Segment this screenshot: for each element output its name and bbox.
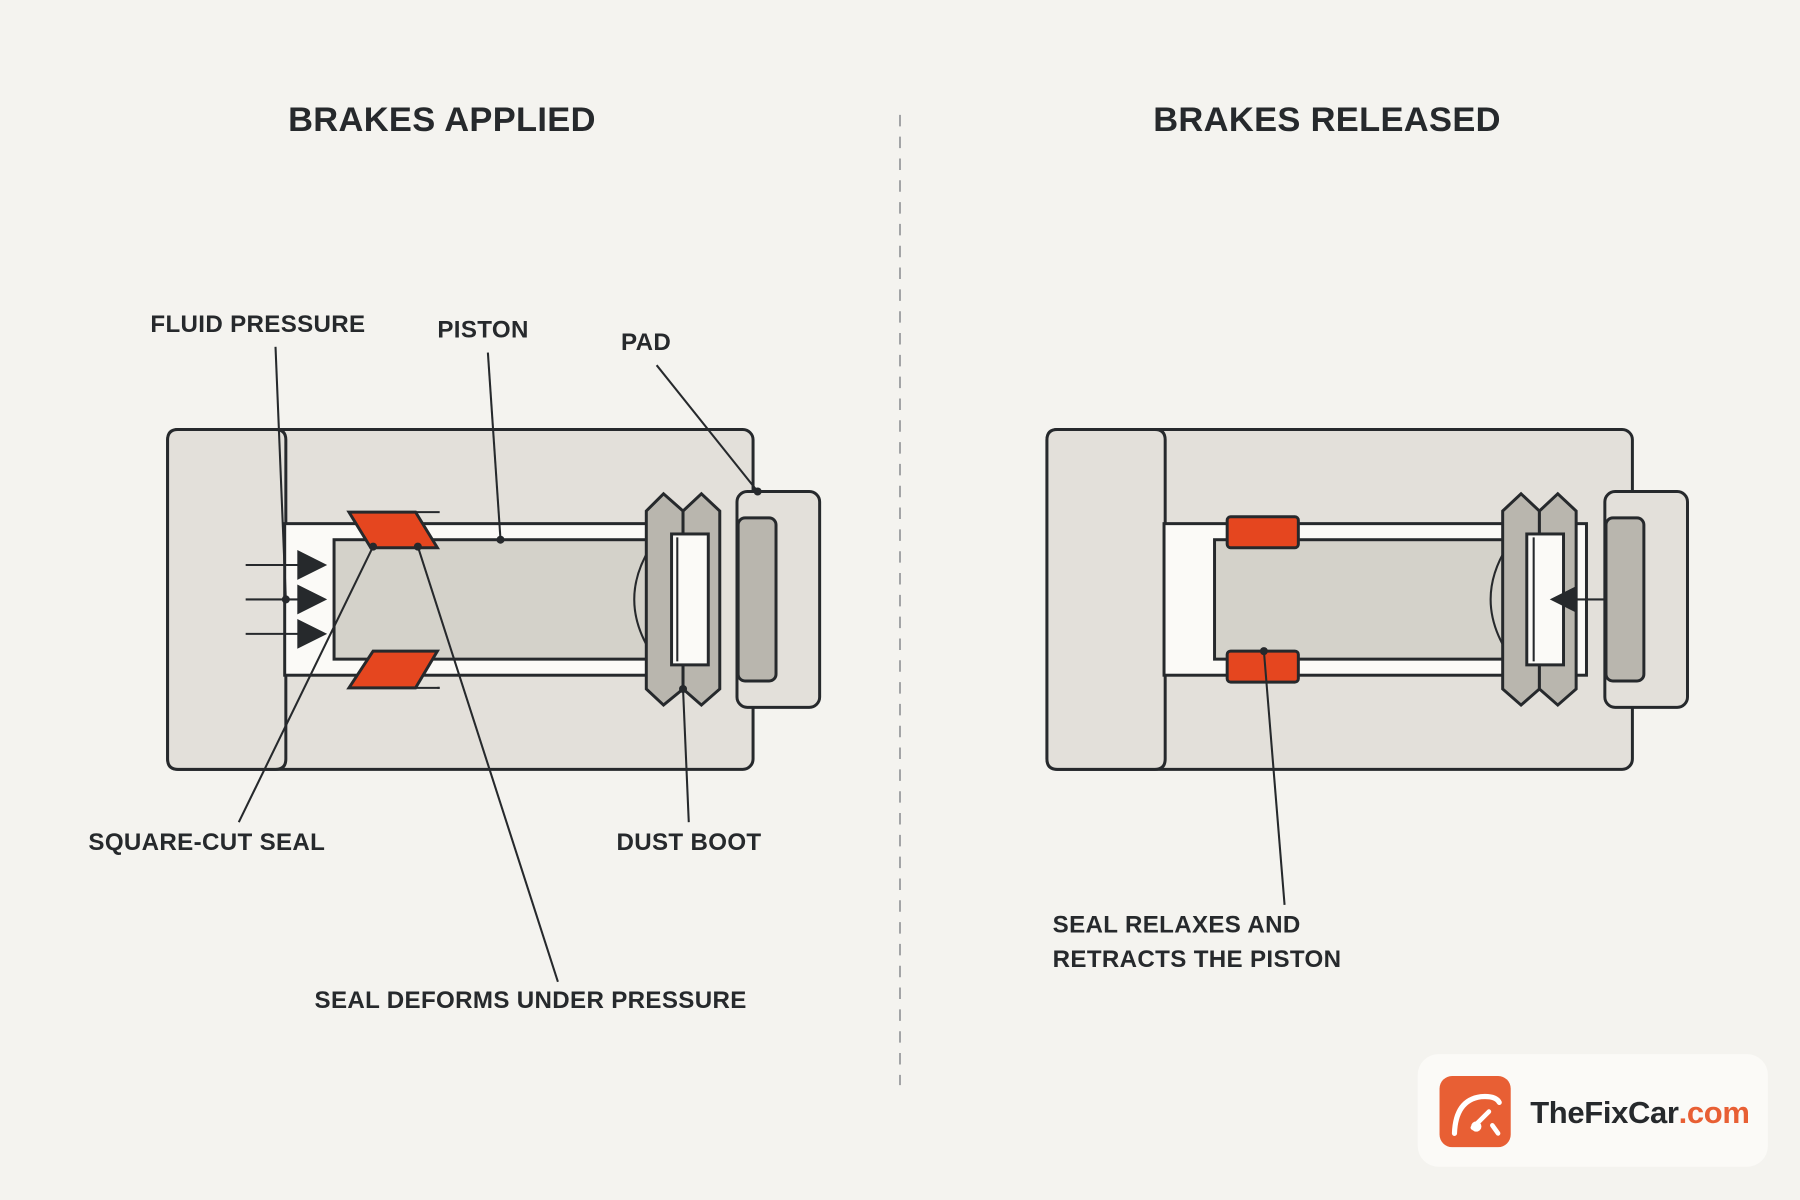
applied-title: BRAKES APPLIED bbox=[288, 101, 596, 139]
piston-cup-curve bbox=[633, 546, 652, 653]
piston bbox=[1213, 538, 1517, 661]
seal-top-deformed bbox=[346, 510, 441, 550]
leader-piston bbox=[486, 352, 502, 540]
leader-seal-deforms bbox=[416, 546, 559, 983]
leader-seal-relaxes bbox=[1262, 651, 1286, 905]
leader-pad bbox=[655, 364, 759, 493]
label-seal-relaxes-line2: RETRACTS THE PISTON bbox=[1053, 946, 1342, 973]
brand-name: TheFixCar bbox=[1530, 1095, 1679, 1130]
label-pad: PAD bbox=[621, 329, 671, 356]
fluid-pressure-arrows bbox=[245, 550, 328, 649]
caliper-back-section bbox=[1045, 427, 1167, 771]
brake-pad bbox=[736, 516, 778, 683]
leader-dust-boot bbox=[682, 688, 690, 823]
released-title: BRAKES RELEASED bbox=[1153, 101, 1501, 139]
label-square-cut-seal: SQUARE-CUT SEAL bbox=[88, 829, 325, 856]
brand-logo-tile bbox=[1439, 1075, 1511, 1148]
brand-badge[interactable]: TheFixCar.com bbox=[1417, 1054, 1768, 1167]
leader-fluid-pressure bbox=[274, 346, 287, 600]
label-piston: PISTON bbox=[437, 317, 528, 344]
brand-tld: .com bbox=[1679, 1095, 1750, 1130]
seal-bottom-relaxed bbox=[1225, 649, 1300, 684]
brand-wordmark: TheFixCar.com bbox=[1530, 1095, 1749, 1130]
label-dust-boot: DUST BOOT bbox=[616, 829, 761, 856]
leader-square-cut-seal bbox=[237, 546, 375, 823]
piston-cup-curve bbox=[1489, 546, 1509, 653]
brake-pad bbox=[1604, 516, 1646, 683]
label-seal-relaxes-line1: SEAL RELAXES AND bbox=[1053, 911, 1301, 938]
seal-top-relaxed bbox=[1225, 515, 1300, 550]
caliper-back-section bbox=[166, 427, 288, 771]
speedometer-icon bbox=[1451, 1093, 1502, 1136]
label-seal-deforms: SEAL DEFORMS UNDER PRESSURE bbox=[315, 987, 747, 1014]
released-caliper-diagram: SEAL RELAXES AND RETRACTS THE PISTON bbox=[1045, 427, 1689, 973]
applied-caliper-diagram: FLUID PRESSURE PISTON PAD SQUARE-CUT SEA… bbox=[88, 311, 822, 1014]
retraction-arrow bbox=[1549, 586, 1608, 613]
piston bbox=[332, 538, 669, 661]
label-fluid-pressure: FLUID PRESSURE bbox=[150, 311, 365, 338]
